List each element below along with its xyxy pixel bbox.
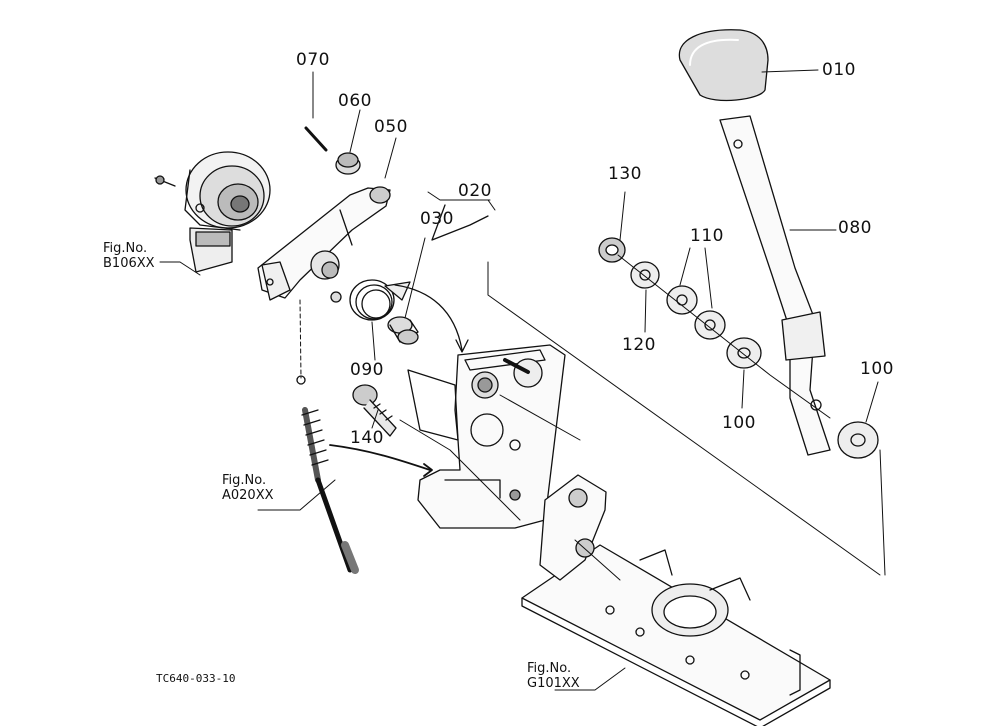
label-010: 010 (822, 60, 856, 80)
figure-ref-b106xx-code: B106XX (103, 255, 155, 271)
figure-ref-a020xx-code: A020XX (222, 487, 274, 503)
cable-drawing (296, 375, 359, 574)
bracket-020-drawing (407, 204, 566, 529)
label-020: 020 (458, 181, 492, 201)
label-090: 090 (350, 360, 384, 380)
figure-ref-b106xx-title: Fig.No. (103, 241, 148, 256)
label-leaders (312, 69, 879, 429)
base-plate-drawing (521, 474, 831, 726)
label-120: 120 (622, 335, 656, 355)
label-100-right: 100 (860, 359, 894, 379)
sensor-assembly-drawing (154, 151, 271, 273)
bushing-030-drawing (387, 316, 419, 345)
bolt-140-drawing (352, 384, 397, 437)
lever-080-drawing (678, 29, 831, 456)
label-130: 130 (608, 164, 642, 184)
label-080: 080 (838, 218, 872, 238)
assembly-lines (159, 254, 886, 691)
label-110: 110 (690, 226, 724, 246)
label-100-left: 100 (722, 413, 756, 433)
diagram-code: TC640-033-10 (156, 672, 236, 685)
figure-ref-g101xx-code: G101XX (527, 675, 580, 691)
figure-ref-g101xx-title: Fig.No. (527, 661, 572, 676)
label-030: 030 (420, 209, 454, 229)
spring-090-drawing (349, 279, 469, 353)
label-070: 070 (296, 50, 330, 70)
lever-arm-050-drawing (257, 186, 391, 303)
figure-ref-a020xx: Fig.No. A020XX (222, 473, 274, 504)
label-140: 140 (350, 428, 384, 448)
label-050: 050 (374, 117, 408, 137)
pin-and-collar-drawing (304, 126, 361, 175)
washers-drawing (598, 237, 879, 459)
label-060: 060 (338, 91, 372, 111)
figure-ref-b106xx: Fig.No. B106XX (103, 241, 155, 272)
figure-ref-a020xx-title: Fig.No. (222, 473, 267, 488)
figure-ref-g101xx: Fig.No. G101XX (527, 661, 580, 692)
